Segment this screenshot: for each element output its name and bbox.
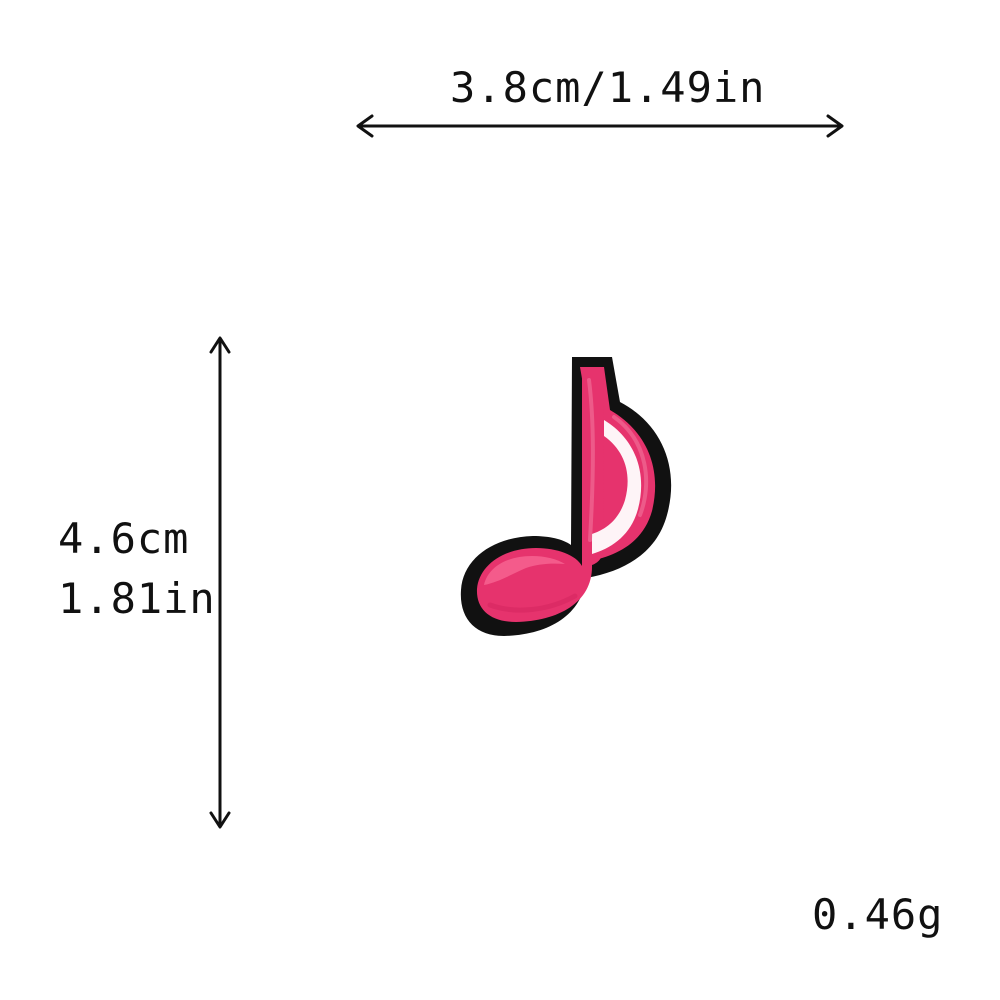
height-measurement-in-label: 1.81in: [58, 574, 216, 623]
music-note-icon: [460, 357, 672, 636]
width-measurement-label: 3.8cm/1.49in: [450, 63, 766, 112]
height-arrow: [209, 336, 231, 829]
height-measurement-cm-label: 4.6cm: [58, 514, 190, 563]
weight-label: 0.46g: [812, 890, 944, 939]
width-arrow: [356, 114, 844, 138]
